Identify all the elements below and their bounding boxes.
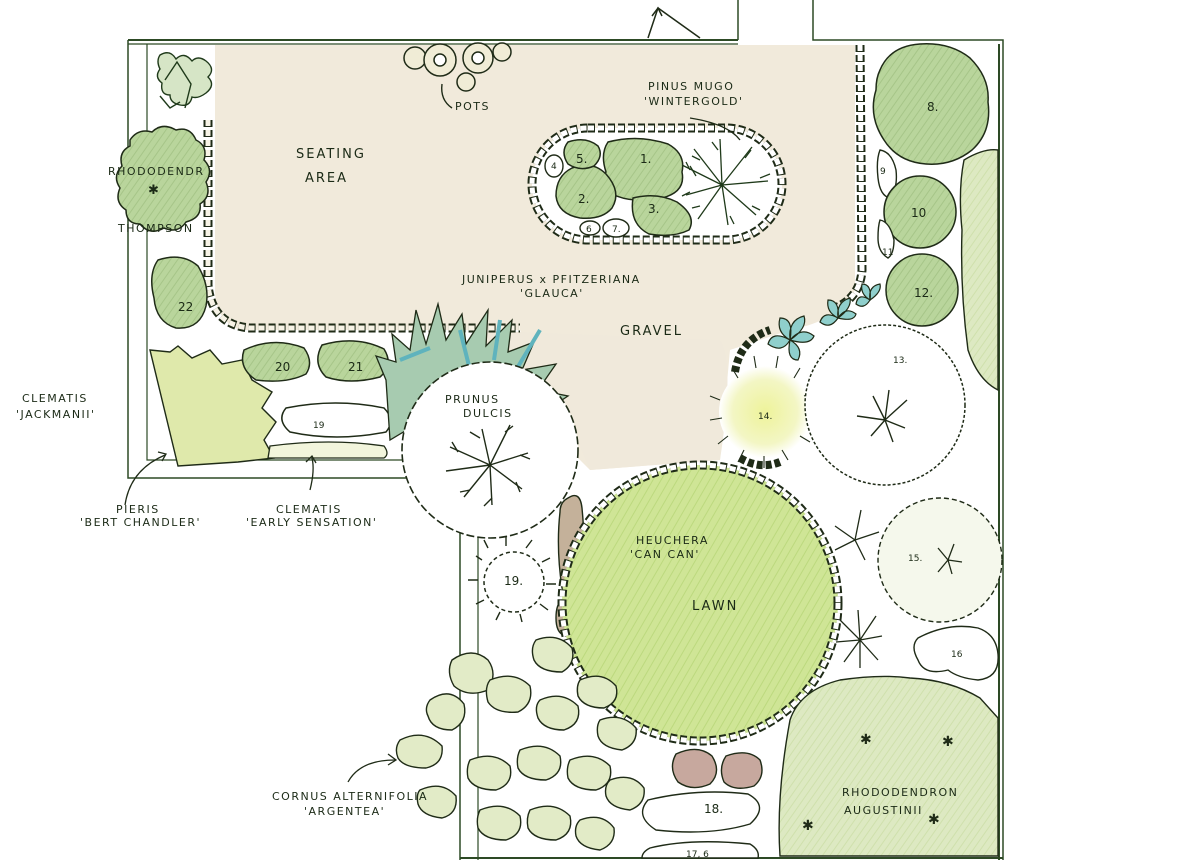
pinus-label-line2: 'WINTERGOLD'	[644, 95, 744, 108]
climber-top-left	[156, 52, 213, 109]
plant-number-2: 2.	[578, 192, 590, 206]
plant-number-15: 15.	[908, 554, 923, 564]
seating-area-label-line1: SEATING	[296, 147, 366, 162]
rhododendron-thompson-shape	[115, 125, 211, 232]
gravel-area	[470, 330, 728, 470]
heuchera-label-line1: HEUCHERA	[636, 534, 709, 547]
plant-number-19-bed: 19	[313, 421, 325, 431]
cornus-shape	[395, 636, 645, 851]
annotation-arrows	[124, 451, 398, 783]
plant-number-5: 5.	[576, 152, 588, 166]
seating-edge-inner	[205, 120, 520, 331]
rhodo-thompson-label-line2: THOMPSON	[118, 222, 194, 235]
rhodo-thompson-label-line1: RHODODENDR	[108, 165, 205, 178]
left-border	[115, 125, 392, 467]
svg-text:✱: ✱	[928, 812, 940, 828]
clematis-early-label-line2: 'EARLY SENSATION'	[246, 516, 378, 529]
plant-number-1: 1.	[640, 152, 652, 166]
rhodo-thompson-asterisk: ✱	[148, 183, 161, 198]
rhododendron-augustinii-shape	[778, 675, 999, 857]
pieris-bert-chandler-shape	[149, 345, 277, 467]
raised-bed	[527, 123, 787, 245]
svg-text:✱: ✱	[860, 732, 872, 748]
prunus-label-line1: PRUNUS	[445, 393, 500, 406]
pinus-label-line1: PINUS MUGO	[648, 80, 735, 93]
gravel-label: GRAVEL	[620, 324, 683, 339]
plant-number-21: 21	[348, 360, 364, 374]
rhodo-markers: ✱ ✱ ✱ ✱	[802, 732, 954, 834]
pinus-leader	[689, 117, 741, 141]
plant-number-4: 4	[551, 162, 557, 172]
plant-number-20: 20	[275, 360, 291, 374]
plant-11-shape	[877, 219, 895, 259]
fern-plants	[834, 509, 883, 668]
plant-number-8: 8.	[927, 100, 939, 114]
plant-13-branch-icon	[856, 389, 908, 443]
plant-number-12: 12.	[914, 286, 934, 300]
right-border: ✱ ✱ ✱ ✱	[709, 43, 1003, 857]
plant-number-10: 10	[911, 206, 927, 220]
plant-number-11: 11	[882, 248, 894, 258]
heuchera-label-line2: 'CAN CAN'	[630, 548, 700, 561]
plant-number-13: 13.	[893, 356, 908, 366]
lawn-area	[557, 460, 843, 746]
juniperus-label-line1: JUNIPERUS x PFITZERIANA	[462, 273, 641, 286]
plant-22-shape	[151, 256, 208, 329]
clematis-early-label-line1: CLEMATIS	[276, 503, 342, 516]
plant-number-9: 9	[880, 167, 886, 177]
plant-number-6: 6	[586, 225, 592, 235]
plant-10-shape	[883, 175, 957, 249]
pots-label: POTS	[455, 100, 490, 113]
seating-area-label-line2: AREA	[305, 171, 349, 186]
clematis-jackmanii-label-line1: CLEMATIS	[22, 392, 88, 405]
plant-16-shape	[913, 625, 999, 681]
plant-number-3: 3.	[648, 202, 660, 216]
clematis-early-bed-shape	[267, 441, 388, 459]
plant-19-spiky-shape	[468, 536, 556, 623]
plant-21-shape	[317, 340, 389, 382]
pieris-label-line2: 'BERT CHANDLER'	[80, 516, 202, 529]
plant-19-bed-shape	[281, 402, 392, 438]
plant-number-16: 16	[951, 650, 963, 660]
rhodo-augustinii-label-line2: AUGUSTINII	[844, 804, 923, 817]
lawn-label: LAWN	[692, 599, 739, 614]
pinus-mugo-symbol	[681, 138, 771, 226]
blue-foliage-plants	[767, 283, 881, 361]
prunus-label-line2: DULCIS	[463, 407, 513, 420]
juniperus-label-line2: 'GLAUCA'	[520, 287, 584, 300]
plant-14-shape	[709, 355, 816, 468]
bottom-beds	[641, 748, 763, 859]
plant-12-shape	[885, 253, 959, 327]
svg-text:✱: ✱	[942, 734, 954, 750]
plant-number-7: 7.	[612, 225, 621, 235]
pieris-label-line1: PIERIS	[116, 503, 160, 516]
prunus-dulcis-shape	[401, 361, 579, 539]
right-strip-shape	[959, 149, 999, 392]
cornus-label-line1: CORNUS ALTERNIFOLIA	[272, 790, 429, 803]
plant-number-18: 18.	[704, 802, 724, 816]
plant-13-shape	[804, 324, 966, 486]
svg-text:✱: ✱	[802, 818, 814, 834]
plant-number-14: 14.	[758, 412, 773, 422]
plant-number-22: 22	[178, 300, 194, 314]
plant-15-shape	[877, 497, 1003, 623]
door-swing-icon	[647, 6, 701, 39]
cornus-label-line2: 'ARGENTEA'	[304, 805, 386, 818]
rhodo-augustinii-label-line1: RHODODENDRON	[842, 786, 959, 799]
plant-number-19: 19.	[504, 574, 524, 588]
plant-number-17: 17, 6	[686, 850, 709, 860]
pots-arrow	[441, 83, 453, 109]
plant-8-shape	[872, 43, 990, 165]
clematis-jackmanii-label-line2: 'JACKMANII'	[16, 408, 96, 421]
prunus-branch-icon	[445, 424, 531, 507]
plant-14-edge-cobbles	[731, 326, 782, 470]
pots-group	[403, 42, 512, 92]
plant-20-shape	[241, 341, 311, 382]
